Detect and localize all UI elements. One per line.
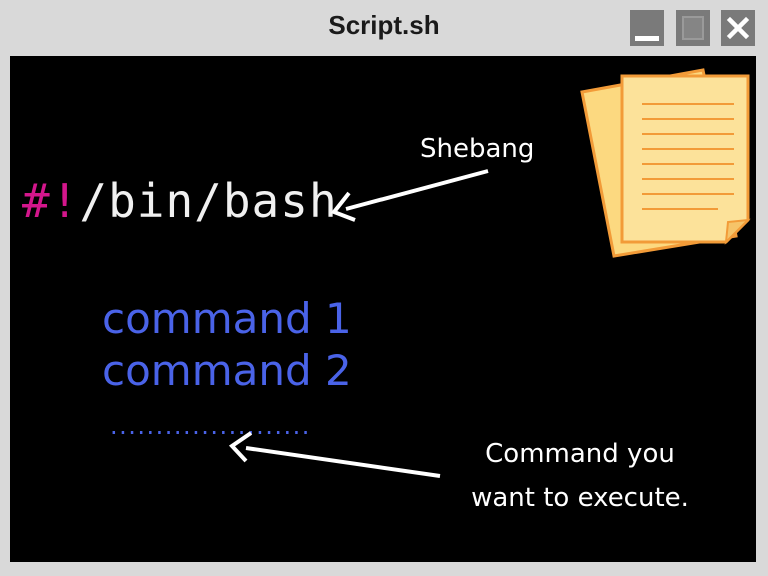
more-commands-ellipsis: ...................... — [110, 412, 311, 440]
document-stack-icon — [580, 68, 751, 258]
shebang-prefix: #! — [22, 174, 80, 228]
front-document — [620, 74, 751, 245]
shebang-line: #!/bin/bash — [22, 178, 338, 224]
annotation-arrows — [228, 169, 489, 478]
command-annotation-line-2: want to execute. — [471, 483, 689, 513]
shebang-annotation: Shebang — [420, 134, 535, 164]
shebang-arrow — [330, 169, 489, 222]
command-arrow — [228, 431, 441, 478]
title-bar: Script.sh — [0, 0, 768, 56]
command-line-1: command 1 — [102, 294, 352, 343]
close-button[interactable] — [721, 10, 755, 46]
script-content-area: #!/bin/bash command 1 command 2 ........… — [10, 56, 756, 562]
maximize-button[interactable] — [676, 10, 710, 46]
close-icon — [726, 16, 750, 40]
window-title: Script.sh — [328, 10, 440, 40]
command-line-2: command 2 — [102, 346, 352, 395]
interpreter-path: /bin/bash — [79, 174, 338, 228]
command-annotation-line-1: Command you — [485, 439, 675, 469]
minimize-button[interactable] — [630, 10, 664, 46]
command-annotation: Command you want to execute. — [440, 432, 720, 520]
